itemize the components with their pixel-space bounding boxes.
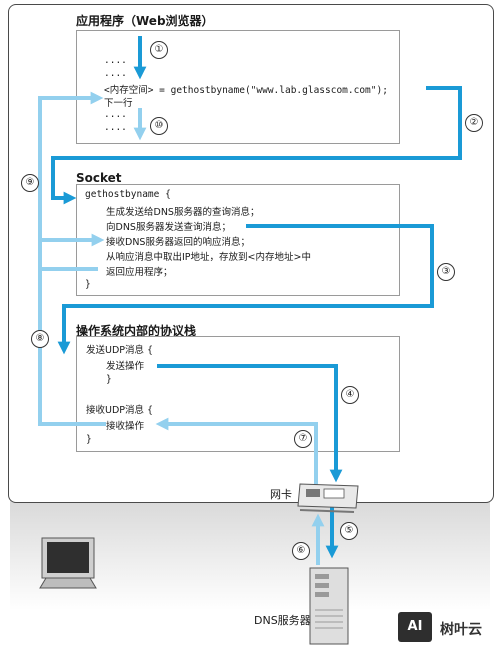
step-8-label: ⑧ xyxy=(31,330,49,348)
socket-fn-header: gethostbyname { xyxy=(85,189,171,200)
send-udp-header: 发送UDP消息 { xyxy=(86,345,154,356)
code-line: .... xyxy=(104,55,127,66)
code-line: .... xyxy=(104,68,127,79)
send-op: 发送操作 xyxy=(106,361,145,372)
app-box xyxy=(76,30,400,144)
step-6-label: ⑥ xyxy=(292,542,310,560)
socket-box xyxy=(76,184,400,296)
socket-line: 向DNS服务器发送查询消息； xyxy=(106,222,231,233)
code-line-gethostbyname-call: <内存空间> = gethostbyname("www.lab.glasscom… xyxy=(104,85,388,96)
recv-op: 接收操作 xyxy=(106,421,145,432)
code-line: .... xyxy=(104,109,127,120)
monitor-icon xyxy=(39,537,97,589)
socket-line: 生成发送给DNS服务器的查询消息； xyxy=(106,207,260,218)
step-5-label: ⑤ xyxy=(340,522,358,540)
socket-line: 返回应用程序； xyxy=(106,267,173,278)
nic-label: 网卡 xyxy=(270,488,292,501)
nic-icon xyxy=(297,483,359,513)
socket-close: } xyxy=(85,279,91,290)
arrow-step-7 xyxy=(155,417,318,488)
watermark-text: 树叶云 xyxy=(440,622,482,638)
step-10-label: ⑩ xyxy=(150,117,168,135)
socket-line: 从响应消息中取出IP地址，存放到<内存地址>中 xyxy=(106,252,311,263)
stack-box xyxy=(76,336,400,452)
socket-title: Socket xyxy=(76,171,122,185)
code-line-next: 下一行 xyxy=(104,98,133,109)
recv-close: } xyxy=(86,434,92,445)
step-7-label: ⑦ xyxy=(294,430,312,448)
watermark-logo: AI xyxy=(398,612,432,642)
dns-server-label: DNS服务器 xyxy=(254,614,311,627)
socket-line: 接收DNS服务器返回的响应消息； xyxy=(106,237,250,248)
dns-server-icon xyxy=(309,567,349,645)
code-line: .... xyxy=(104,122,127,133)
step-9-label: ⑨ xyxy=(21,174,39,192)
send-close: } xyxy=(106,374,112,385)
app-title: 应用程序（Web浏览器） xyxy=(76,14,214,28)
step-4-label: ④ xyxy=(341,386,359,404)
arrow-step-3 xyxy=(57,224,434,355)
arrow-step-4 xyxy=(157,364,343,483)
step-3-label: ③ xyxy=(437,263,455,281)
arrow-step-9 xyxy=(38,91,104,271)
step-1-label: ① xyxy=(150,41,168,59)
step-2-label: ② xyxy=(465,114,483,132)
stack-title: 操作系统内部的协议栈 xyxy=(76,324,197,338)
recv-udp-header: 接收UDP消息 { xyxy=(86,405,154,416)
arrow-step-2 xyxy=(51,86,462,205)
